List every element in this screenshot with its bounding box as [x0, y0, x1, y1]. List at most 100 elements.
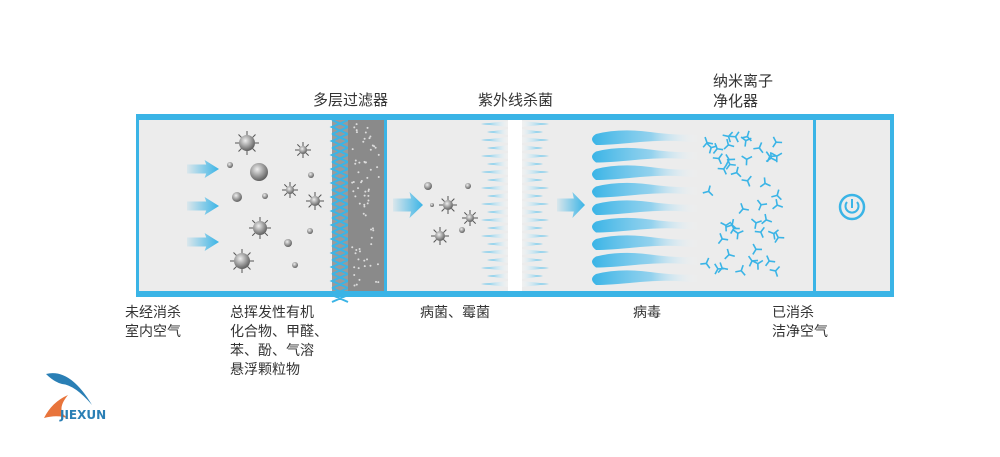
particle-spike: [292, 183, 297, 188]
filter-dot: [364, 161, 367, 164]
ion-arm: [756, 199, 762, 206]
filter-dot: [363, 203, 366, 206]
ion-arm: [724, 254, 730, 260]
filter-dot: [351, 148, 354, 151]
filter-dot: [352, 180, 355, 183]
ion-arm: [744, 140, 747, 147]
uv-spike: [522, 257, 543, 263]
uv-spike: [487, 225, 508, 231]
ion-arm: [765, 219, 773, 223]
ion-arm: [746, 130, 750, 137]
negative-ion: [741, 155, 753, 166]
filter-dot: [357, 267, 360, 270]
bottom-border: [136, 291, 894, 297]
particle: [310, 196, 320, 206]
ion-arm: [754, 230, 761, 233]
ion-arm: [774, 237, 779, 243]
filter-dot: [363, 194, 366, 197]
uv-spike: [487, 193, 508, 199]
particle: [239, 135, 255, 151]
ion-arm: [710, 145, 718, 149]
ion-arm: [732, 229, 739, 234]
filter-dot: [351, 246, 354, 249]
negative-ion: [724, 248, 735, 260]
filter-dot: [366, 258, 369, 261]
ion-arm: [776, 152, 783, 157]
ion-arm: [734, 131, 740, 138]
ion-arm: [705, 257, 710, 264]
uv-spike: [487, 145, 508, 151]
filter-dot: [371, 227, 374, 230]
ion-arm: [717, 147, 724, 151]
ion-arm: [742, 208, 750, 211]
particle-spike: [443, 229, 447, 233]
filter-dot: [377, 153, 380, 156]
left-border: [136, 114, 139, 297]
filter-dot: [370, 228, 373, 231]
uv-spike: [487, 257, 508, 263]
uv-spike: [487, 209, 508, 215]
negative-ion: [702, 136, 714, 148]
uv-spike: [522, 185, 549, 191]
ion-arm: [741, 179, 748, 182]
filter-dot: [358, 250, 361, 253]
logo-text: JIEXUN: [59, 408, 106, 422]
filter-dot: [355, 283, 358, 286]
particle-spike: [308, 204, 312, 208]
filter-dot: [353, 284, 356, 287]
negative-ion: [726, 218, 738, 230]
divider-outlet: [813, 114, 816, 297]
airflow-wave: [592, 130, 700, 145]
uv-spike: [481, 233, 508, 239]
decorations: [187, 120, 866, 291]
ion-arm: [776, 204, 784, 208]
ion-arm: [757, 259, 764, 265]
ion-arm: [722, 134, 729, 138]
ion-arm: [750, 218, 757, 224]
filter-dot: [367, 188, 370, 191]
filter-dot: [373, 145, 376, 148]
filter-dot: [375, 280, 378, 283]
ion-arm: [720, 221, 727, 227]
ion-arm: [728, 253, 735, 257]
filter-dot: [355, 129, 358, 132]
negative-ion: [735, 264, 746, 276]
ion-arm: [729, 228, 735, 234]
filter-dot: [374, 146, 377, 149]
negative-ion: [752, 243, 763, 255]
ion-arm: [740, 270, 746, 276]
uv-spike: [522, 137, 549, 143]
ion-arm: [707, 185, 711, 192]
particle-spike: [252, 148, 256, 152]
uv-spike: [487, 273, 508, 279]
filter-dot: [362, 140, 365, 143]
ion-arm: [758, 204, 762, 211]
uv-spike: [522, 129, 543, 135]
filter-dot: [355, 248, 358, 251]
ion-arm: [755, 220, 762, 224]
uv-spike: [522, 265, 549, 271]
filter-dot: [369, 168, 372, 171]
uv-spike: [481, 217, 508, 223]
filter-dot: [368, 137, 371, 140]
negative-ion: [700, 257, 711, 269]
negative-ion: [729, 131, 740, 143]
ion-arm: [775, 199, 778, 206]
ion-arm: [764, 182, 771, 187]
filter-dot: [377, 175, 380, 178]
ion-arm: [708, 190, 714, 197]
ion-arm: [725, 221, 732, 227]
ion-arm: [766, 255, 770, 262]
ion-arm: [728, 144, 735, 148]
ion-arm: [714, 263, 719, 270]
particle: [262, 193, 268, 199]
uv-spike: [522, 169, 549, 175]
particle: [292, 262, 298, 268]
ion-arm: [759, 182, 766, 188]
ion-arm: [771, 152, 778, 157]
ion-arm: [741, 155, 748, 160]
ion-arm: [776, 189, 780, 196]
particle: [232, 192, 242, 202]
filter-dot: [367, 199, 370, 202]
ion-arm: [746, 180, 751, 187]
